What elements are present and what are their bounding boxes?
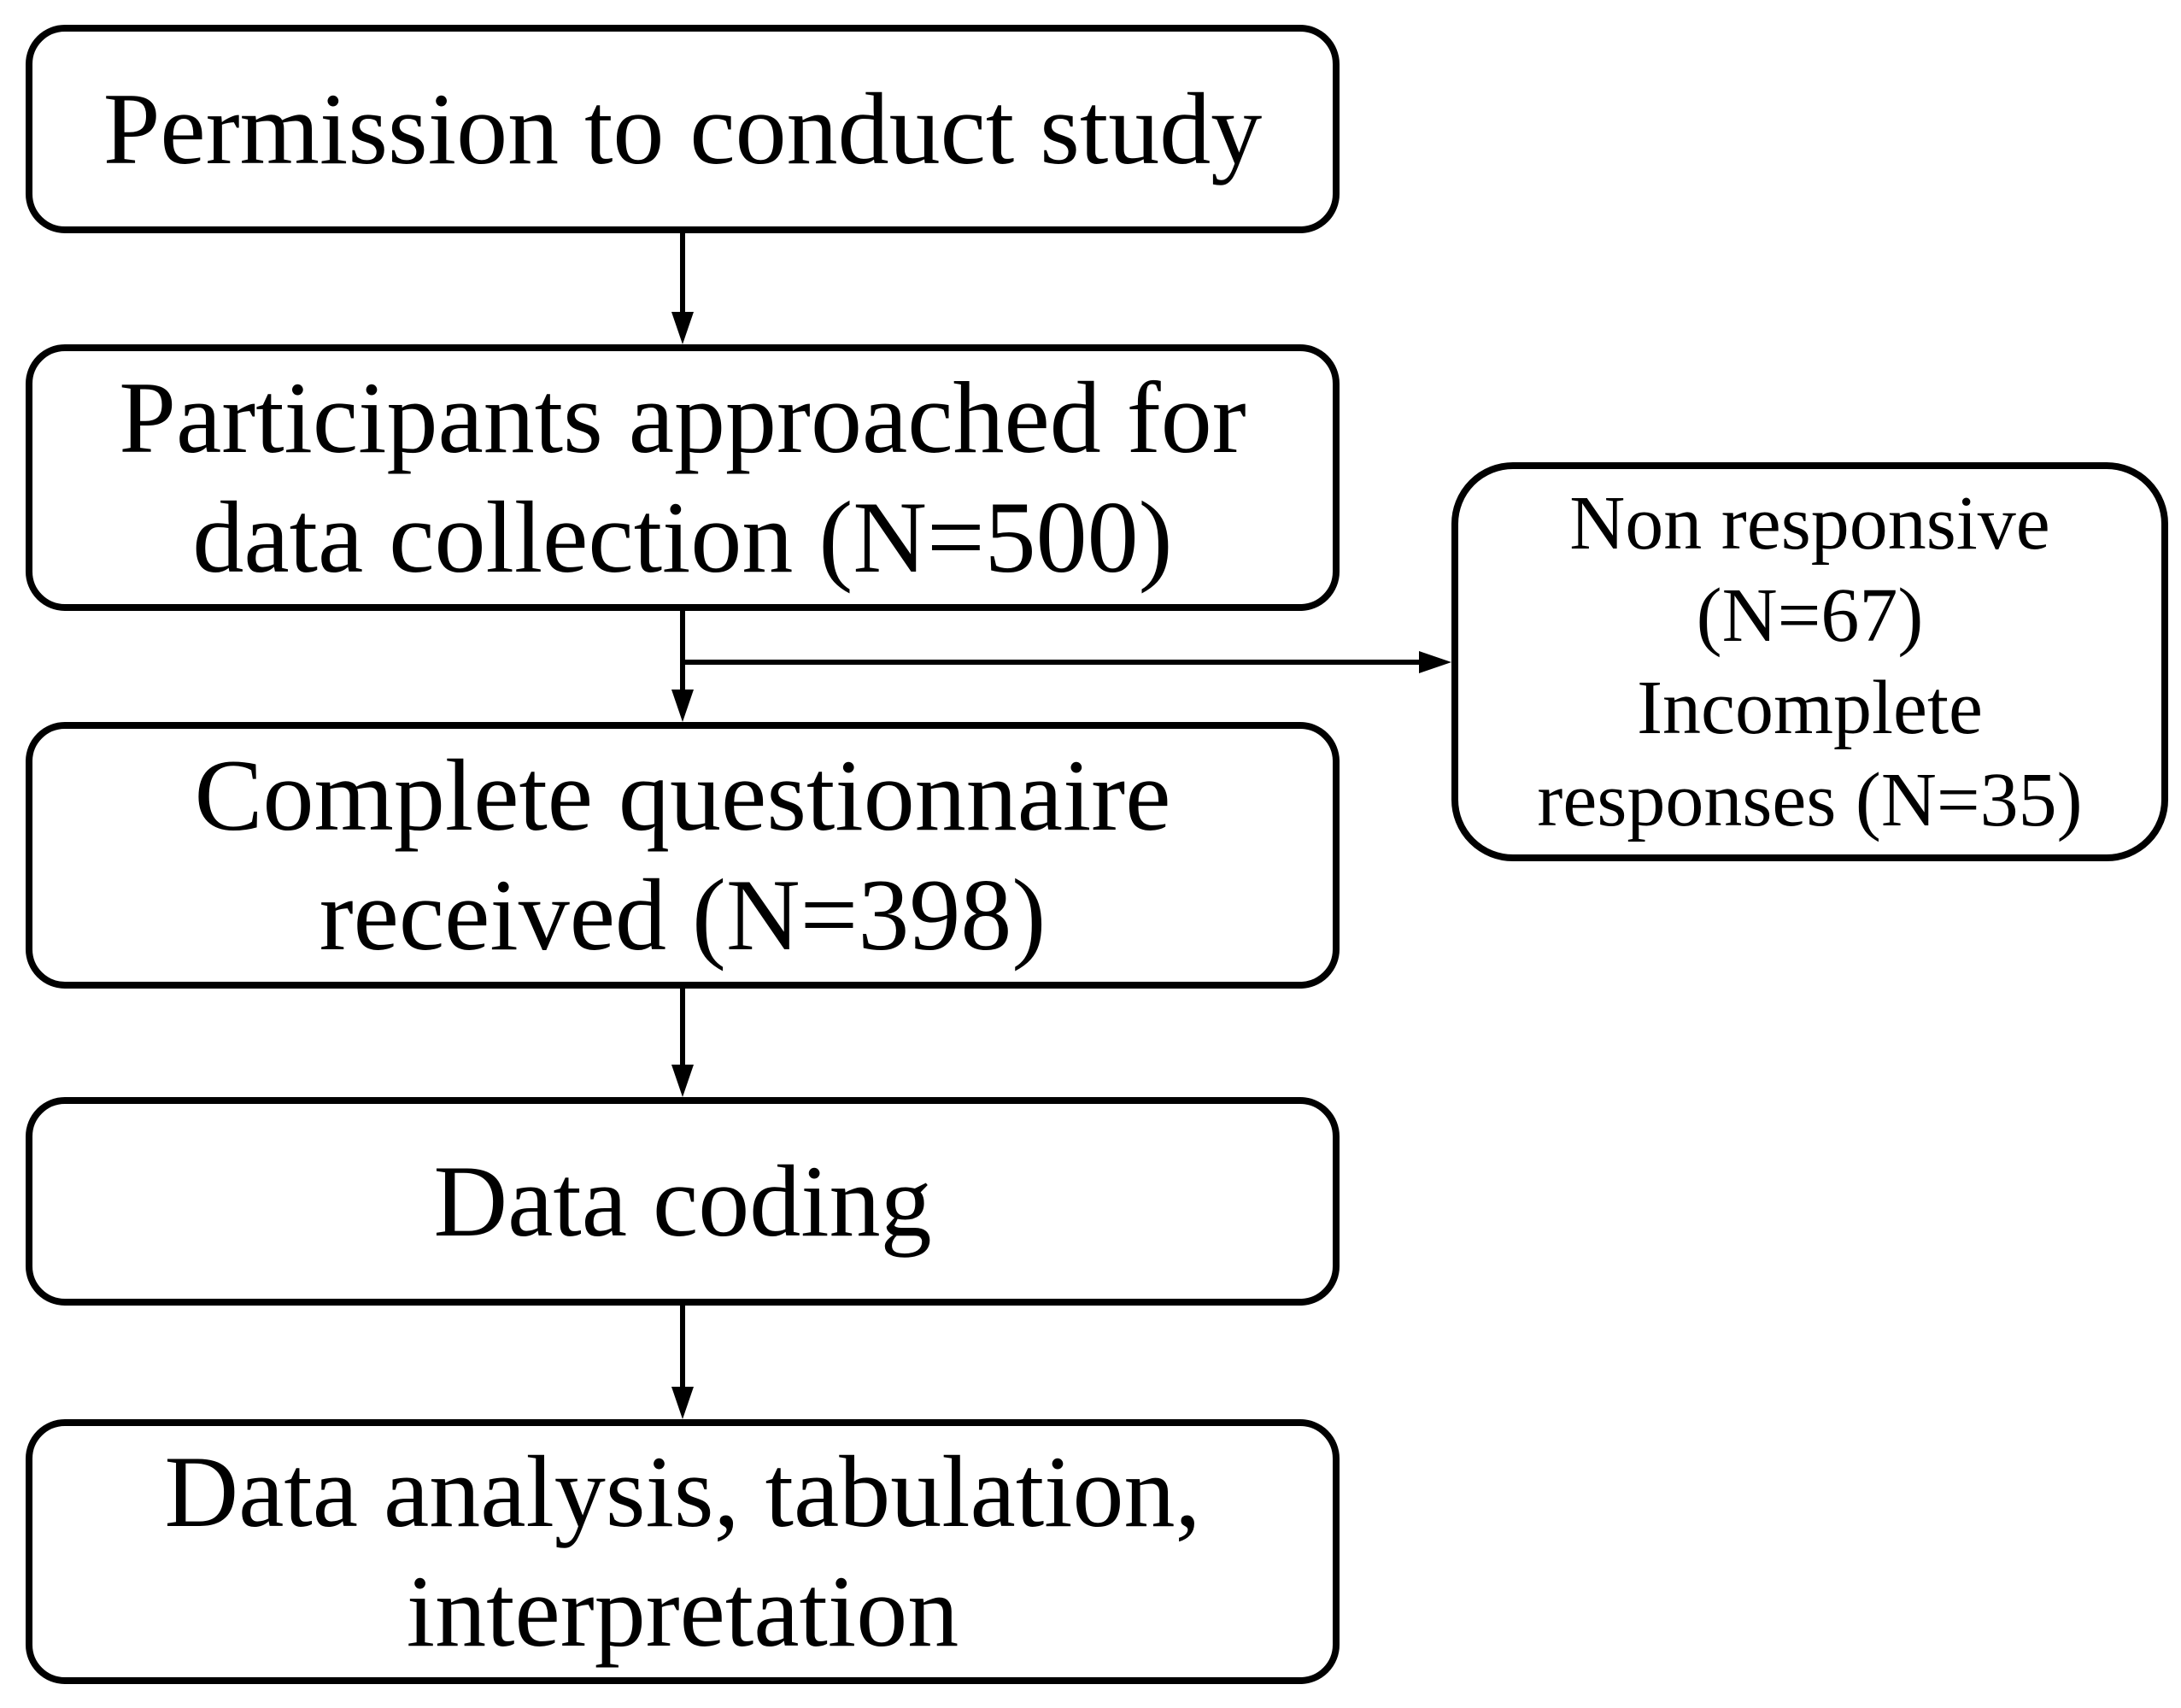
- permission-text: Permission to conduct study: [103, 72, 1263, 185]
- participants-box: Participants approached for data collect…: [26, 344, 1340, 611]
- excluded-text-line-4: responses (N=35): [1537, 757, 2083, 842]
- complete-text-line-2: received (N=398): [319, 858, 1047, 971]
- coding-text: Data coding: [433, 1144, 932, 1258]
- participants-text-line-2: data collection (N=500): [192, 480, 1173, 594]
- excluded-text-line-3: Incomplete: [1637, 665, 1983, 750]
- complete-text-line-1: Complete questionnaire: [194, 738, 1171, 852]
- excluded-text-line-1: Non responsive: [1569, 480, 2050, 566]
- arrowhead-participants-to-excluded: [1419, 651, 1451, 673]
- complete-questionnaire-box: Complete questionnaire received (N=398): [26, 722, 1340, 989]
- analysis-text-line-1: Data analysis, tabulation,: [164, 1435, 1201, 1548]
- participants-text-line-1: Participants approached for: [119, 361, 1246, 474]
- arrowhead-permission-to-participants: [671, 312, 694, 344]
- arrowhead-complete-to-coding: [671, 1065, 694, 1097]
- permission-box: Permission to conduct study: [26, 25, 1340, 233]
- analysis-text-line-2: interpretation: [406, 1554, 959, 1668]
- arrowhead-participants-to-complete: [671, 690, 694, 722]
- data-analysis-box: Data analysis, tabulation, interpretatio…: [26, 1419, 1340, 1684]
- excluded-text-line-2: (N=67): [1696, 572, 1924, 658]
- arrowhead-coding-to-analysis: [671, 1387, 694, 1419]
- excluded-box: Non responsive (N=67) Incomplete respons…: [1451, 462, 2168, 861]
- data-coding-box: Data coding: [26, 1097, 1340, 1306]
